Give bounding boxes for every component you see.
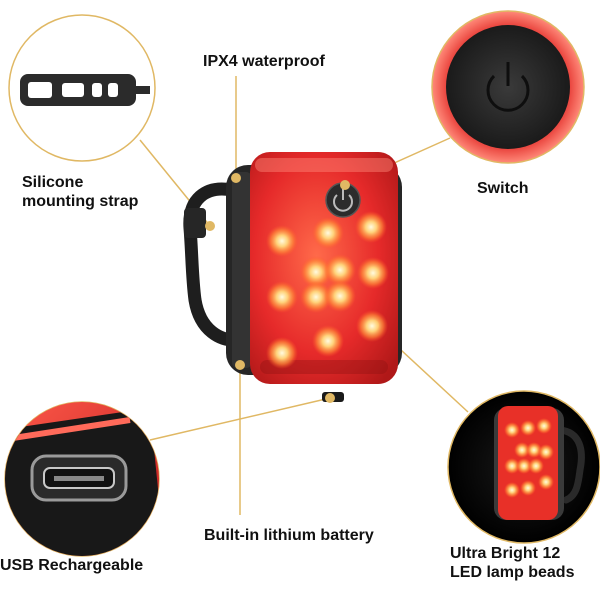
label-usb: USB Rechargeable (0, 556, 143, 575)
led-array (266, 211, 389, 369)
lit-lamp-closeup (447, 390, 600, 544)
label-bright-line1: Ultra Bright 12 (450, 545, 561, 562)
label-strap-line1: Silicone (22, 174, 84, 191)
usb-port-icon (30, 454, 128, 502)
usb-port-closeup (4, 401, 160, 557)
label-bright-line2: LED lamp beads (450, 564, 575, 581)
label-strap-line2: mounting strap (22, 193, 139, 210)
label-battery-text: Built-in lithium battery (204, 527, 374, 544)
label-waterproof-text: IPX4 waterproof (203, 53, 325, 70)
label-switch-text: Switch (477, 180, 529, 197)
label-led-beads: Ultra Bright 12 LED lamp beads (450, 544, 574, 582)
label-battery: Built-in lithium battery (204, 526, 374, 545)
label-usb-text: USB Rechargeable (0, 557, 144, 574)
label-waterproof: IPX4 waterproof (203, 52, 325, 71)
mounting-strap-icon (8, 14, 156, 162)
label-switch: Switch (477, 179, 529, 198)
label-mounting-strap: Silicone mounting strap (22, 173, 138, 211)
switch-closeup (431, 10, 585, 164)
power-icon (486, 62, 530, 112)
